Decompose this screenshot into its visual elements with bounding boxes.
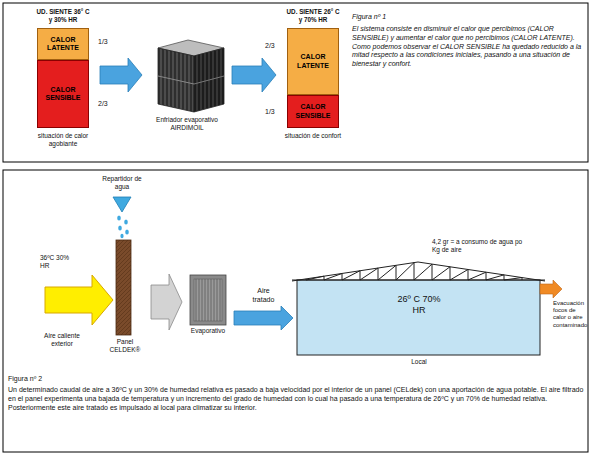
latent-heat-bar: CALOR LATENTE	[37, 28, 89, 60]
part-label: Repartidor de agua	[98, 175, 146, 191]
node-caption: Local	[393, 358, 445, 366]
node-heading: Panel CELDEK®	[103, 338, 147, 354]
figure-text: Un determinado caudal de aire a 36ºC y u…	[8, 386, 584, 412]
flow-arrow	[232, 58, 276, 92]
figure-caption: Figura nº 2	[8, 375, 208, 383]
celdek-panel	[116, 240, 131, 335]
panel-frame	[3, 3, 588, 162]
evaporative-pad	[194, 279, 222, 321]
water-drops	[117, 215, 129, 238]
note: Evacuación focos de calor o aire contami…	[553, 300, 587, 329]
fraction-label: 2/3	[265, 42, 281, 50]
part-label: Aire caliente exterior	[36, 332, 88, 348]
latent-heat-bar: CALOR LATENTE	[287, 28, 339, 95]
node-heading: 26º C 70% HR	[393, 294, 445, 316]
building-box: 26º C 70% HR Local	[297, 280, 540, 370]
figure-caption: Figura nº 1	[352, 13, 552, 21]
sensation-stack: UD. SIENTE 36° C y 30% HR situación de ca…	[30, 8, 96, 156]
node-heading: Enfriador evaporativo AIRDIMOIL	[146, 116, 228, 132]
panel-frame	[3, 170, 588, 452]
hot-air-arrow	[45, 275, 113, 325]
evaporative-box: Evaporativo	[186, 272, 230, 340]
celdek-panel-box: Panel CELDEK®	[103, 240, 147, 362]
building-walls	[297, 280, 540, 355]
edge-label: Aire tratado	[248, 287, 280, 304]
roof-truss	[292, 262, 545, 281]
flow-arrow	[151, 274, 182, 330]
cooler-box: Enfriador evaporativo AIRDIMOIL	[146, 36, 228, 152]
flow-arrow	[234, 306, 293, 330]
flow-arrow	[100, 58, 142, 92]
sensation-stack: UD. SIENTE 26° C y 70% HR situación de co…	[280, 8, 346, 156]
cooler-illustration	[158, 40, 224, 112]
figure-text: El sistema consiste en disminuir el calo…	[352, 25, 584, 69]
bar-label: CALOR SENSIBLE	[288, 103, 338, 119]
exhaust-arrow	[540, 280, 562, 298]
water-distributor	[113, 197, 131, 212]
node-heading: UD. SIENTE 26° C y 70% HR	[285, 8, 341, 23]
condition-label: 36ºC 30% HR	[40, 254, 80, 270]
sensible-heat-bar: CALOR SENSIBLE	[287, 95, 339, 128]
fraction-label: 1/3	[98, 38, 114, 46]
fraction-label: 1/3	[265, 108, 281, 116]
bar-label: CALOR SENSIBLE	[38, 86, 88, 102]
bar-label: CALOR LATENTE	[288, 53, 338, 69]
node-heading: Evaporativo	[186, 327, 230, 335]
bar-label: CALOR LATENTE	[38, 36, 88, 52]
note: 4,2 gr = a consumo de agua po Kg de aire	[432, 238, 524, 254]
sensible-heat-bar: CALOR SENSIBLE	[37, 60, 89, 128]
node-caption: situación de calor agobiante	[30, 132, 96, 148]
node-caption: situación de confort	[280, 132, 346, 140]
fraction-label: 2/3	[98, 100, 114, 108]
evaporative-unit	[190, 275, 226, 325]
node-heading: UD. SIENTE 36° C y 30% HR	[35, 8, 91, 23]
